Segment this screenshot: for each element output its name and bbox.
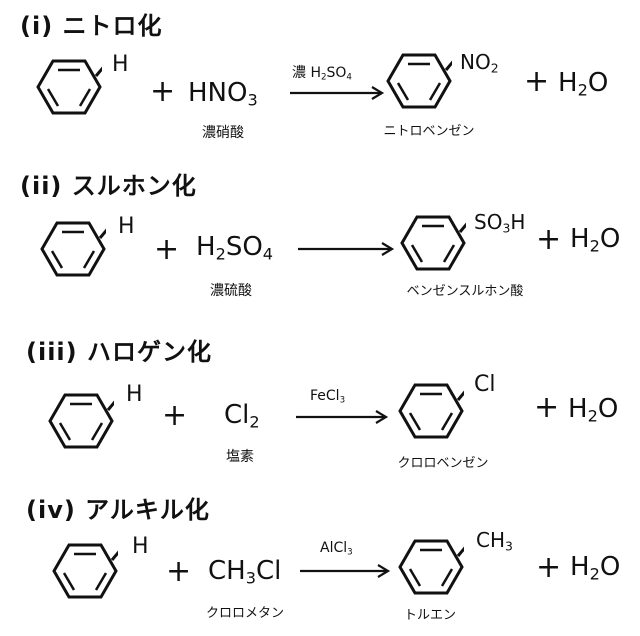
benzene-ring-reactant (48, 393, 114, 449)
reagent-name: 濃硫酸 (210, 283, 252, 299)
catalyst-label: FeCl3 (310, 388, 346, 406)
section-title: (ii) スルホン化 (20, 172, 197, 200)
reaction-arrow (296, 410, 389, 424)
section-title: (iii) ハロゲン化 (26, 338, 212, 366)
water-formula: H2O (568, 394, 619, 426)
reagent-name: 濃硝酸 (202, 125, 244, 141)
section-halogenation: (iii) ハロゲン化 H + Cl2 塩素 FeCl3 Cl クロロベンゼン … (0, 322, 640, 482)
section-title: (i) ニトロ化 (20, 12, 163, 40)
reagent-formula: Cl2 (224, 400, 260, 432)
section-title: (iv) アルキル化 (26, 496, 210, 524)
reactant-h-label: H (132, 534, 149, 559)
benzene-ring-reactant (52, 543, 118, 599)
plus-sign: + (534, 390, 560, 425)
reaction-arrow (300, 564, 391, 578)
benzene-ring-product (400, 215, 466, 271)
benzene-ring-reactant (36, 59, 102, 115)
reactant-h-label: H (126, 382, 143, 407)
product-substituent: NO2 (460, 50, 499, 76)
reagent-name: 塩素 (226, 449, 254, 465)
product-substituent: SO3H (474, 210, 526, 236)
water-formula: H2O (570, 224, 621, 256)
product-name: ベンゼンスルホン酸 (406, 284, 524, 299)
reagent-name: クロロメタン (205, 606, 284, 621)
product-substituent: CH3 (476, 528, 513, 554)
product-name: ニトロベンゼン (383, 124, 475, 139)
benzene-ring-product (398, 539, 464, 595)
section-nitration: (i) ニトロ化 H + HNO3 濃硝酸 濃 H2SO4 NO2 ニトロベンゼ… (0, 0, 640, 160)
reactant-h-label: H (112, 52, 129, 77)
product-substituent: Cl (474, 372, 496, 397)
plus-sign: + (162, 398, 188, 433)
section-alkylation: (iv) アルキル化 H + CH3Cl クロロメタン AlCl3 CH3 トル… (0, 482, 640, 636)
plus-sign: + (524, 64, 550, 99)
product-name: クロロベンゼン (397, 456, 489, 471)
reaction-arrow (290, 86, 385, 100)
reactant-h-label: H (118, 214, 135, 239)
benzene-ring-product (398, 383, 464, 439)
reagent-formula: H2SO4 (196, 232, 274, 264)
reagent-formula: HNO3 (188, 78, 258, 110)
plus-sign: + (536, 550, 562, 585)
plus-sign: + (154, 232, 180, 267)
reagent-formula: CH3Cl (208, 556, 282, 588)
plus-sign: + (150, 74, 176, 109)
water-formula: H2O (570, 552, 621, 584)
benzene-ring-product (386, 53, 452, 109)
plus-sign: + (536, 222, 562, 257)
water-formula: H2O (558, 68, 609, 100)
product-name: トルエン (403, 608, 456, 623)
benzene-ring-reactant (40, 221, 106, 277)
plus-sign: + (166, 554, 192, 589)
catalyst-label: 濃 H2SO4 (292, 65, 352, 83)
catalyst-label: AlCl3 (320, 540, 353, 558)
section-sulfonation: (ii) スルホン化 H + H2SO4 濃硫酸 SO3H ベンゼンスルホン酸 … (0, 160, 640, 320)
reaction-arrow (298, 242, 395, 256)
